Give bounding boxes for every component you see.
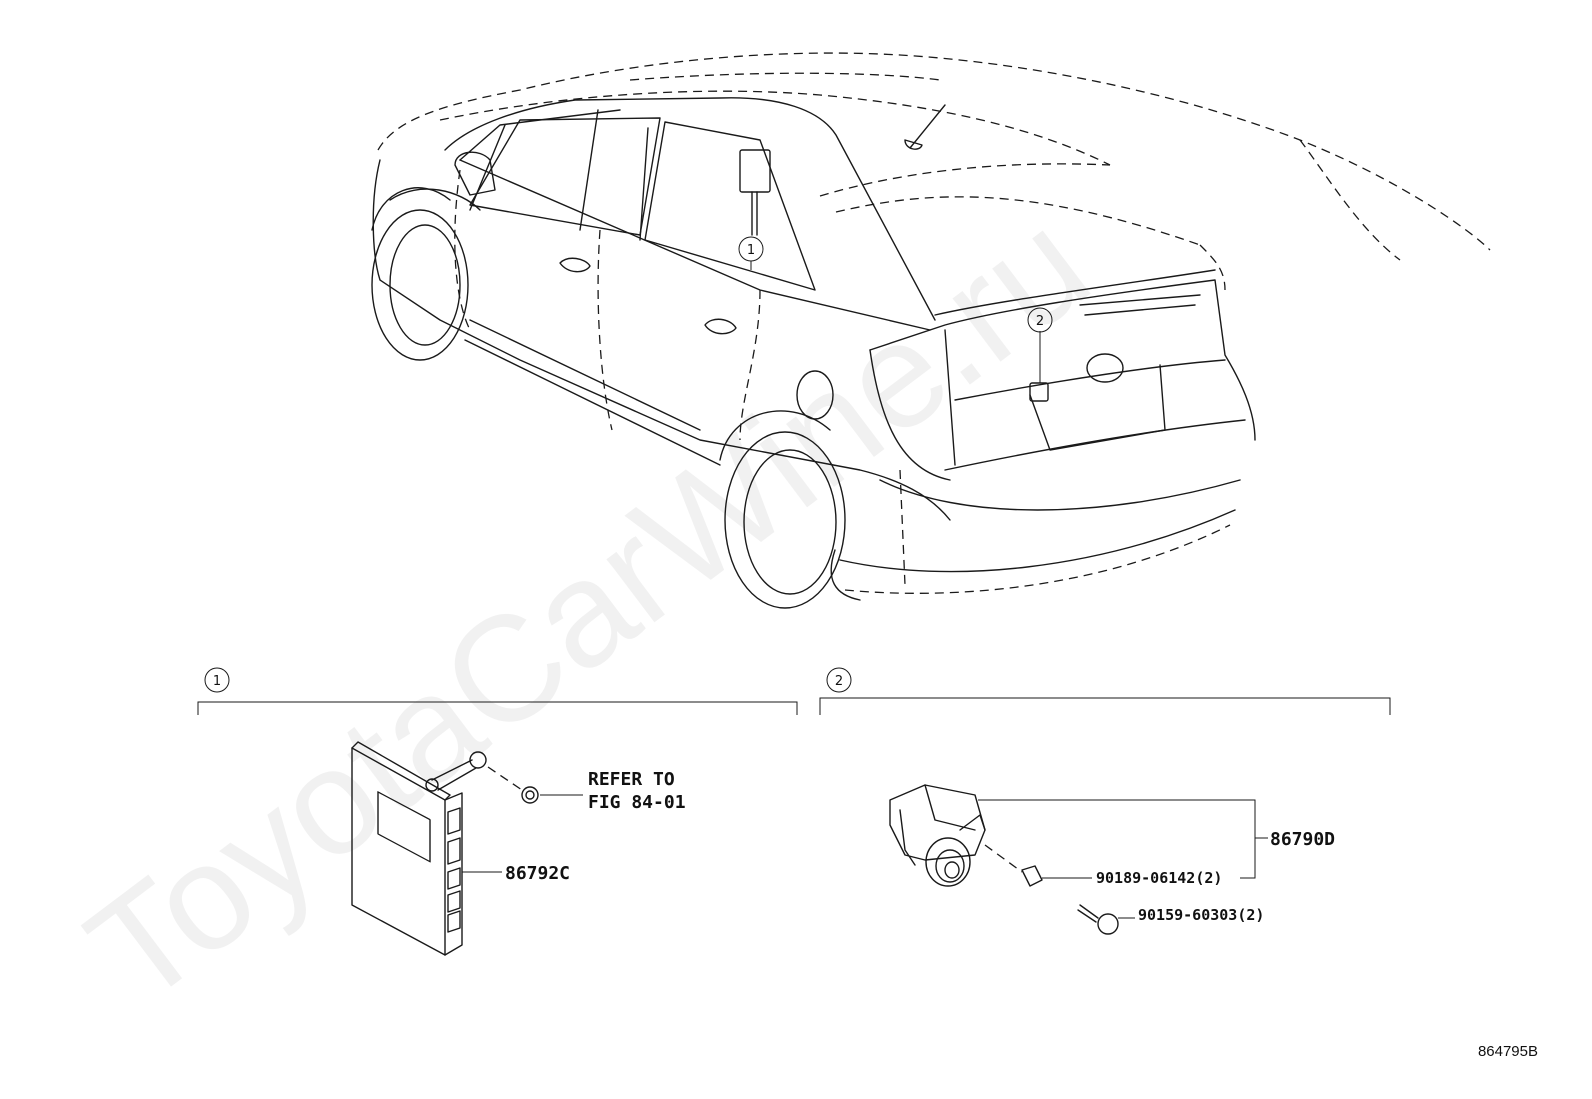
ecu-on-vehicle xyxy=(739,149,771,236)
svg-text:2: 2 xyxy=(1036,314,1044,329)
section-1: 1 REFER TO FIG 84-01 86792C xyxy=(197,667,798,956)
section-1-index: 1 xyxy=(213,674,221,689)
watermark-text: ToyotaCarWine.ru xyxy=(58,179,1118,1036)
vehicle-outline xyxy=(371,52,1491,609)
section-1-bracket xyxy=(197,701,798,715)
clip-part-number: 90189-06142(2) xyxy=(1096,869,1222,887)
section-2: 2 86790D 90189-06142(2) 90159-60303(2) xyxy=(819,667,1391,935)
svg-text:1: 1 xyxy=(747,243,755,258)
camera-part-number: 86790D xyxy=(1270,829,1335,850)
section-2-index: 2 xyxy=(835,674,843,689)
section-2-bracket xyxy=(819,697,1391,715)
callout-1-vehicle: 1 xyxy=(738,236,764,270)
refer-line-2: FIG 84-01 xyxy=(588,792,686,813)
ecu-part-number: 86792C xyxy=(505,863,570,884)
section-1-marker xyxy=(204,667,230,693)
section-2-marker xyxy=(826,667,852,693)
camera-on-vehicle: 2 xyxy=(1027,307,1053,402)
screw-part-number: 90159-60303(2) xyxy=(1138,906,1264,924)
figure-code: 864795B xyxy=(1478,1043,1538,1060)
ecu-module-drawing xyxy=(351,741,583,956)
camera-drawing xyxy=(889,784,1119,935)
refer-line-1: REFER TO xyxy=(588,769,675,790)
